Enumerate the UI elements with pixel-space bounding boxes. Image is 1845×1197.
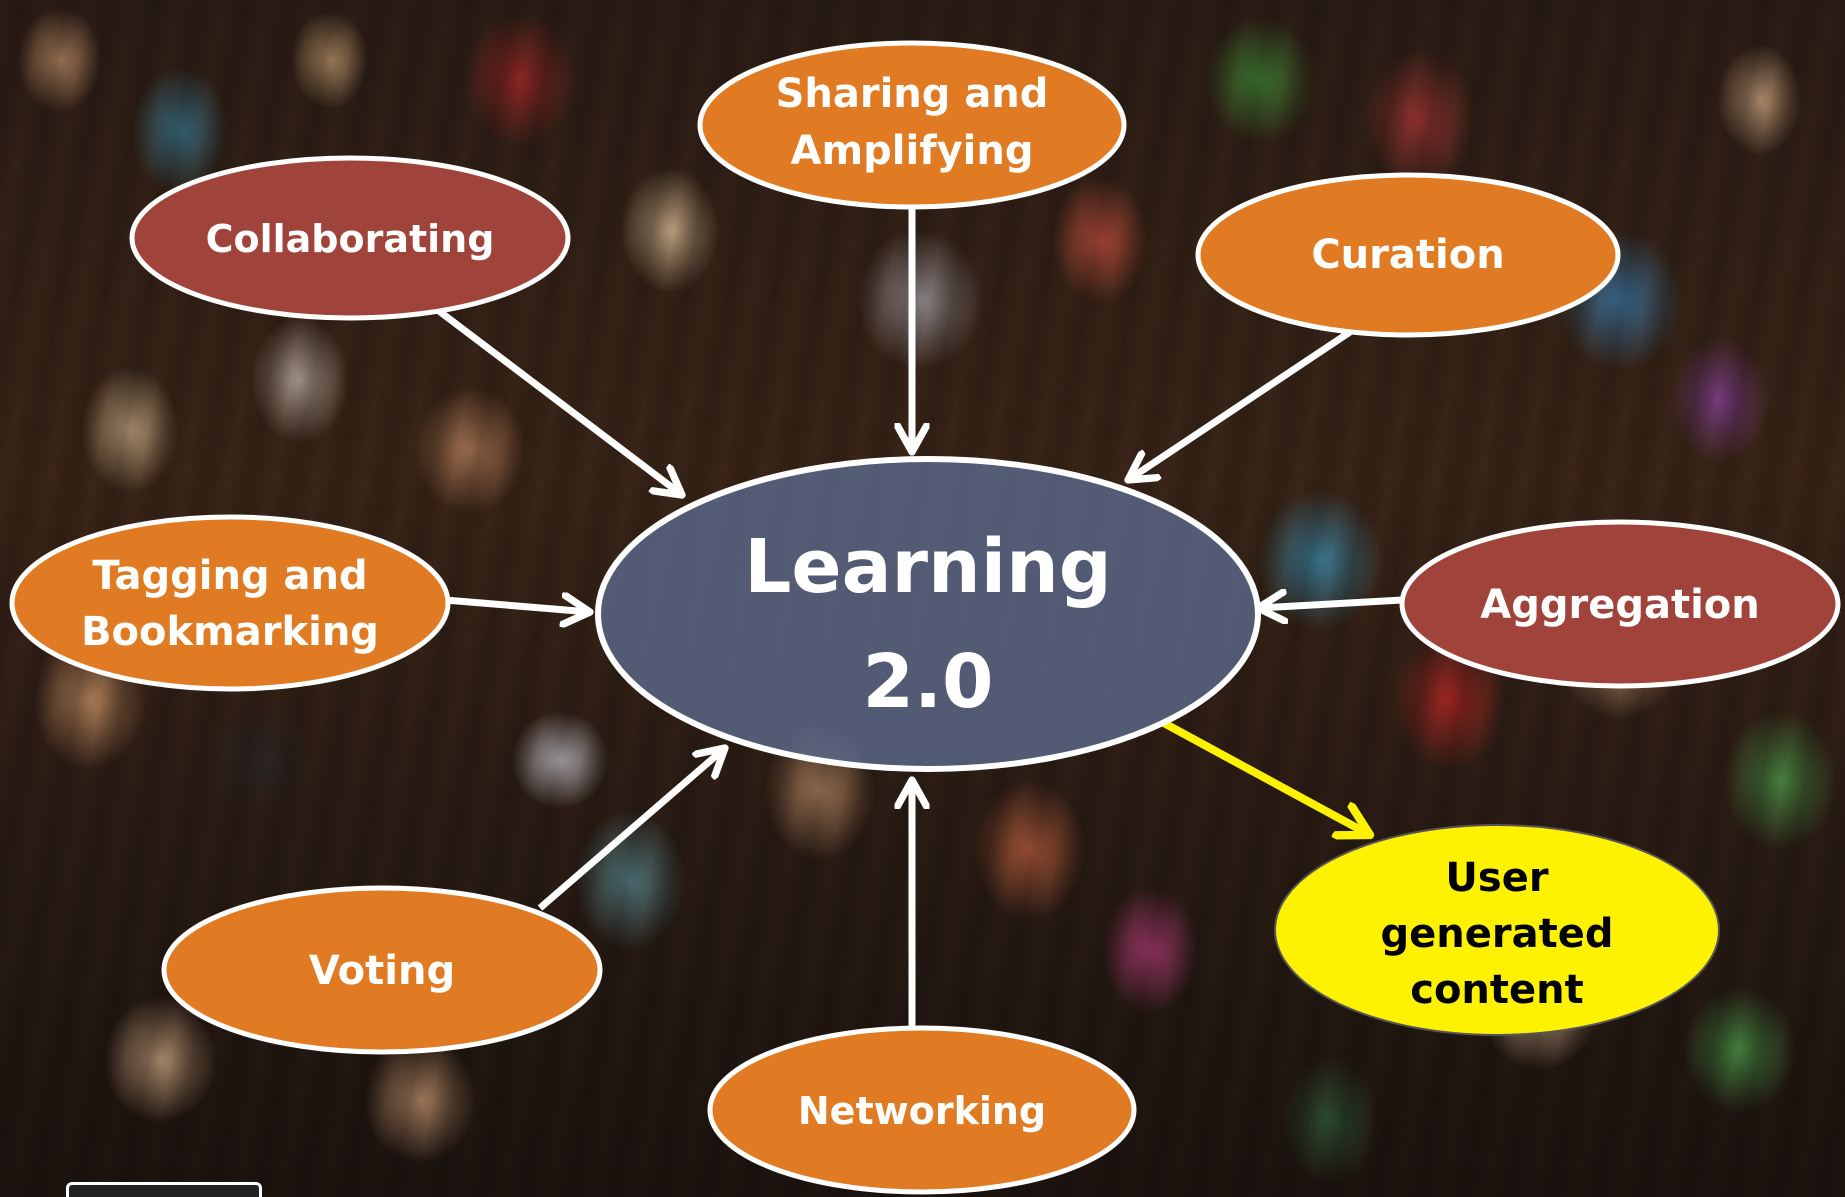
center-ellipse	[595, 456, 1261, 772]
node-label-line2: Amplifying	[791, 128, 1034, 174]
node-ellipse	[9, 514, 451, 692]
node-label-line1: Voting	[309, 948, 455, 994]
node-label-line1: Collaborating	[206, 217, 495, 261]
node-label-line1: Sharing and	[776, 71, 1049, 117]
arrow-voting-to-center	[537, 748, 725, 911]
node-tagging-and-bookmarking: Tagging and Bookmarking	[9, 514, 451, 692]
node-label-line2: generated	[1381, 911, 1614, 957]
node-ellipse	[707, 1025, 1137, 1195]
node-user-generated-content: User generated content	[1274, 824, 1720, 1036]
node-ellipse	[697, 40, 1127, 210]
center-title-line1: Learning	[744, 524, 1111, 610]
center-title-line2: 2.0	[862, 639, 993, 725]
node-curation: Curation	[1195, 172, 1621, 338]
node-label-line2: Bookmarking	[81, 609, 379, 655]
node-ellipse	[161, 885, 603, 1055]
arrow-center-to-ugc	[1160, 718, 1370, 835]
arrow-tagging-to-center	[444, 600, 590, 612]
node-label-line1: Tagging and	[92, 553, 367, 599]
node-label-line1: Aggregation	[1480, 582, 1760, 628]
node-ellipse	[1399, 519, 1841, 689]
node-label-line1: User	[1445, 855, 1548, 901]
node-networking: Networking	[707, 1025, 1137, 1195]
creative-commons-badge-icon	[66, 1182, 262, 1197]
node-voting: Voting	[161, 885, 603, 1055]
arrow-collaborating-to-center	[432, 305, 682, 495]
node-ellipse	[1274, 824, 1720, 1036]
arrow-aggregation-to-center	[1258, 600, 1403, 608]
node-collaborating: Collaborating	[129, 155, 571, 321]
node-label-line1: Networking	[798, 1089, 1046, 1133]
node-label-line3: content	[1410, 967, 1584, 1013]
node-label-line1: Curation	[1311, 232, 1504, 278]
node-ellipse	[129, 155, 571, 321]
node-aggregation: Aggregation	[1399, 519, 1841, 689]
node-sharing-and-amplifying: Sharing and Amplifying	[697, 40, 1127, 210]
node-ellipse	[1195, 172, 1621, 338]
connector-arrows	[432, 205, 1403, 1030]
center-node: Learning 2.0	[595, 456, 1261, 772]
arrow-curation-to-center	[1128, 329, 1352, 480]
